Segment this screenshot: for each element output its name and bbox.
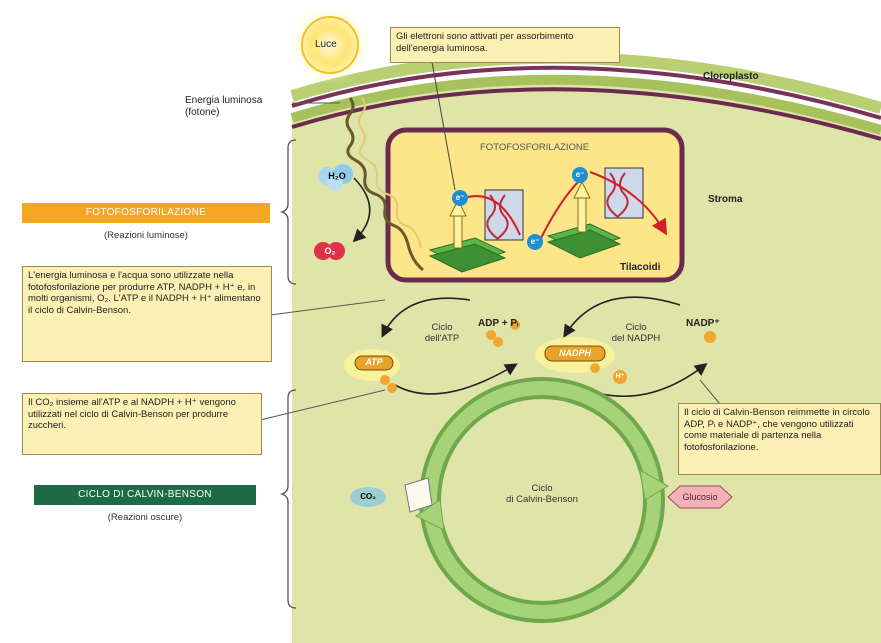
atp-label: ATP xyxy=(365,357,383,367)
photophosphorylation-band: FOTOFOSFORILAZIONE xyxy=(22,203,270,223)
photon-wave-icon xyxy=(345,97,424,272)
photosystem-1-icon xyxy=(428,198,507,273)
h-plus-icon xyxy=(613,370,627,384)
h-plus-label: H⁺ xyxy=(615,373,625,380)
atp-cycle-label: Ciclo dell'ATP xyxy=(424,322,460,344)
calvin-band: CICLO DI CALVIN-BENSON xyxy=(34,485,256,505)
electron-label-2: e⁻ xyxy=(530,237,540,246)
glucose-label: Glucosio xyxy=(682,492,718,502)
thylakoids-label: Tilacoidi xyxy=(620,262,661,273)
co2-icon xyxy=(350,487,386,507)
stroma-label: Stroma xyxy=(708,194,743,205)
calvin-cycle-label: Ciclo di Calvin-Benson xyxy=(506,483,578,505)
electron-2-icon xyxy=(527,234,543,250)
brace-photo xyxy=(279,139,297,285)
nadp-plus-label: NADP⁺ xyxy=(686,318,720,329)
glucose-icon xyxy=(667,485,733,509)
sun-icon xyxy=(301,16,359,74)
chloroplast-inner-membrane xyxy=(290,74,881,135)
calvin-arrowhead-right xyxy=(639,469,669,501)
h2o-molecule-icon xyxy=(318,164,353,191)
o2-molecule-icon xyxy=(314,242,345,260)
electron-carrier-2-icon xyxy=(604,167,644,219)
light-energy-label: Energia luminosa (fotone) xyxy=(185,95,263,118)
electron-3-icon xyxy=(572,167,588,183)
photosystem-2-icon xyxy=(546,180,622,259)
photophosphorylation-subtitle: (Reazioni luminose) xyxy=(104,230,188,241)
chloroplast-label: Cloroplasto xyxy=(703,71,759,82)
o2-label: O₂ xyxy=(324,246,336,256)
atp-icon xyxy=(354,355,394,371)
calvin-arrowhead-left xyxy=(415,499,445,531)
callout-co2-use: Il CO₂ insieme all'ATP e al NADPH + H⁺ v… xyxy=(22,393,262,455)
electron-label-1: e⁻ xyxy=(455,193,465,202)
adp-pi-label: ADP + Pᵢ xyxy=(478,318,519,329)
sun-label: Luce xyxy=(315,39,337,50)
electron-1-icon xyxy=(452,190,468,206)
callout-light-water: L'energia luminosa e l'acqua sono utiliz… xyxy=(22,266,272,362)
h2o-label: H₂O xyxy=(328,171,346,181)
nadph-label: NADPH xyxy=(558,348,591,358)
electron-carrier-1-icon xyxy=(484,189,524,241)
nadph-cycle-label: Ciclo del NADPH xyxy=(611,322,661,344)
co2-label: CO₂ xyxy=(360,492,376,501)
calvin-subtitle: (Reazioni oscure) xyxy=(107,512,183,523)
brace-calvin xyxy=(279,389,297,609)
callout-electrons: Gli elettroni sono attivati per assorbim… xyxy=(390,27,620,63)
nadph-icon xyxy=(544,345,606,362)
co2-arrow xyxy=(404,477,433,513)
electron-label-3: e⁻ xyxy=(575,170,585,179)
callout-recycle: Il ciclo di Calvin-Benson reimmette in c… xyxy=(678,403,881,475)
photophosphorylation-inner-label: FOTOFOSFORILAZIONE xyxy=(480,142,590,153)
